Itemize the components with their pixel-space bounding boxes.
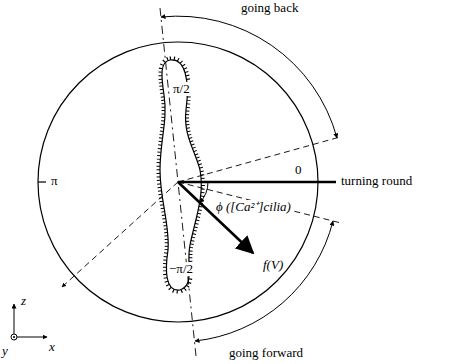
axis-label: z bbox=[20, 294, 27, 308]
angle-label: π bbox=[50, 174, 59, 188]
z-axis bbox=[14, 304, 15, 337]
range-arc bbox=[195, 221, 333, 341]
force-vector bbox=[178, 182, 253, 253]
cell-outline bbox=[160, 60, 201, 290]
angle-arc bbox=[200, 182, 208, 203]
tick bbox=[38, 181, 46, 182]
zero-line bbox=[178, 181, 336, 184]
y-axis-dot bbox=[13, 336, 15, 338]
y-axis bbox=[11, 334, 17, 340]
region-label: going back bbox=[240, 1, 299, 15]
vector-label: f(V) bbox=[262, 258, 284, 272]
angle-label: π/2 bbox=[172, 82, 191, 96]
region-label: going forward bbox=[228, 346, 304, 360]
region-label: turning round bbox=[340, 174, 413, 188]
boundary-line bbox=[178, 137, 340, 182]
range-arc bbox=[161, 16, 337, 138]
angle-label: −π/2 bbox=[168, 262, 194, 276]
boundary-line bbox=[178, 182, 341, 223]
angle-name: ϕ ([Ca²⁺]cilia) bbox=[215, 200, 292, 214]
axis-label: x bbox=[48, 340, 56, 354]
angle-label: 0 bbox=[294, 163, 303, 177]
x-axis bbox=[14, 337, 47, 338]
cilia bbox=[160, 60, 201, 290]
axis-label: y bbox=[1, 344, 9, 358]
boundary-line bbox=[62, 182, 178, 287]
